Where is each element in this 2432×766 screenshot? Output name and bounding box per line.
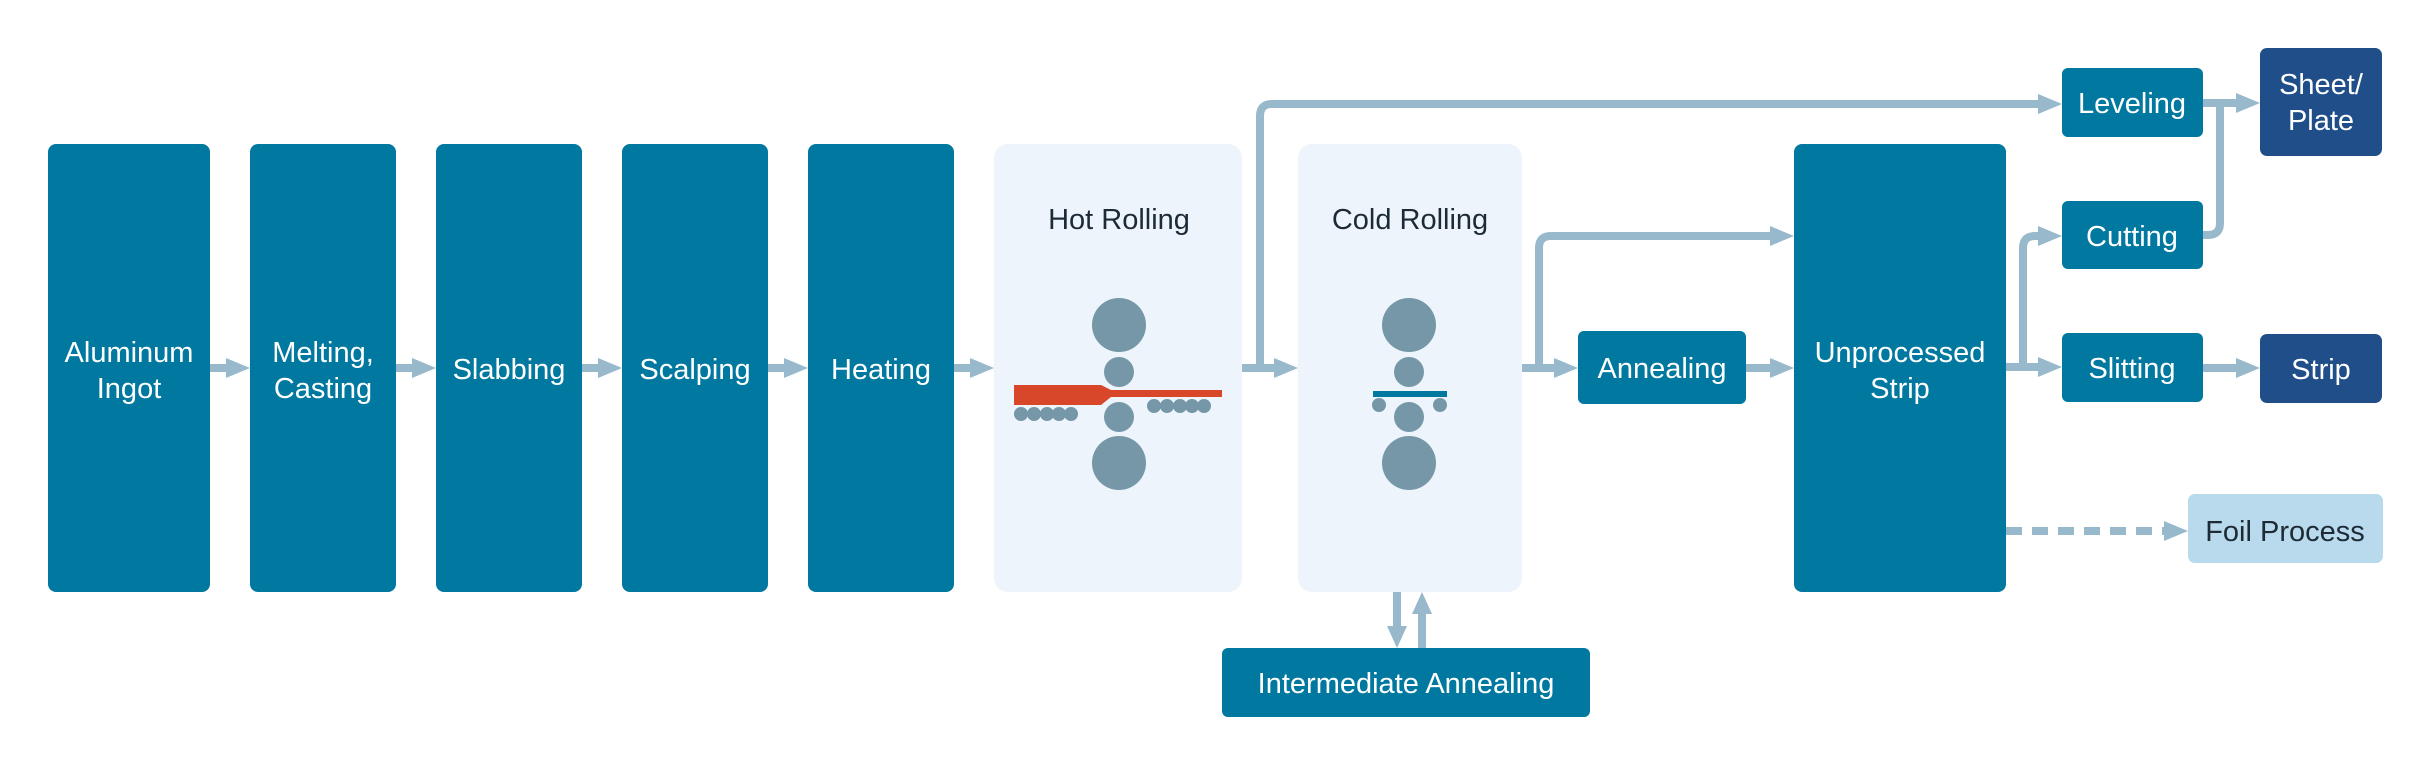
connectors [210,93,2260,648]
arrow-unprocessed-to-cutting [2019,226,2062,367]
product-label: Strip [2291,354,2351,386]
step-label: Cutting [2086,221,2178,253]
step-leveling[interactable]: Leveling [2062,68,2203,137]
step-label: Leveling [2078,88,2186,120]
arrow-annealing-to-unprocessed-strip [1746,358,1794,378]
step-label: Intermediate Annealing [1258,668,1555,700]
step-slitting[interactable]: Slitting [2062,333,2203,402]
arrow-hot-rolling-to-leveling [1256,94,2062,368]
arrow-hot-to-cold-rolling [1242,358,1298,378]
step-label: Foil Process [2205,516,2365,548]
arrow-melting-to-slabbing [396,358,436,378]
step-label: Scalping [639,354,750,386]
arrow-cutting-to-sheet-plate [2203,103,2224,239]
product-sheet-plate[interactable]: Sheet/ Plate [2260,48,2382,156]
step-label: Heating [831,354,931,386]
step-foil-process[interactable]: Foil Process [2188,494,2383,563]
arrow-slitting-to-strip [2203,358,2260,378]
arrow-slabbing-to-scalping [582,358,622,378]
cold-rolling-title: Cold Rolling [1332,204,1488,236]
step-unprocessed-strip[interactable]: Unprocessed Strip [1794,144,2006,592]
arrow-scalping-to-heating [768,358,808,378]
step-label-line2: Strip [1870,373,1930,405]
step-aluminum-ingot[interactable]: Aluminum Ingot [48,144,210,592]
hot-rolling-mill-icon [1014,298,1222,490]
step-cold-rolling[interactable]: Cold Rolling [1298,144,1522,592]
arrow-cold-rolling-to-unprocessed-strip [1535,226,1794,368]
step-label: Annealing [1598,353,1727,385]
arrow-unprocessed-to-slitting [2006,357,2062,377]
step-label-line1: Aluminum [65,337,194,369]
arrow-heating-to-hot-rolling [954,358,994,378]
arrow-cold-to-intermediate-annealing [1387,592,1407,648]
step-cutting[interactable]: Cutting [2062,201,2203,269]
cold-rolling-mill-icon [1372,298,1447,490]
step-label: Slitting [2088,353,2175,385]
step-label-line1: Unprocessed [1815,337,1986,369]
step-annealing[interactable]: Annealing [1578,331,1746,404]
hot-exit-roller-table [1147,399,1211,413]
step-label: Slabbing [453,354,566,386]
product-label-line1: Sheet/ [2279,69,2364,101]
hot-rolling-title: Hot Rolling [1048,204,1190,236]
step-label-line1: Melting, [272,337,374,369]
arrow-intermediate-annealing-to-cold [1412,592,1432,648]
step-label-line2: Ingot [97,373,162,405]
arrow-leveling-to-sheet-plate [2203,93,2260,113]
step-heating[interactable]: Heating [808,144,954,592]
step-scalping[interactable]: Scalping [622,144,768,592]
arrow-ingot-to-melting [210,358,250,378]
arrow-cold-rolling-to-annealing [1522,358,1578,378]
step-slabbing[interactable]: Slabbing [436,144,582,592]
hot-entry-roller-table [1014,407,1078,421]
arrow-unprocessed-to-foil-dashed [2006,521,2188,541]
step-intermediate-annealing[interactable]: Intermediate Annealing [1222,648,1590,717]
step-melting-casting[interactable]: Melting, Casting [250,144,396,592]
step-hot-rolling[interactable]: Hot Rolling [994,144,1242,592]
product-strip[interactable]: Strip [2260,334,2382,403]
step-label-line2: Casting [274,373,372,405]
product-label-line2: Plate [2288,105,2354,137]
